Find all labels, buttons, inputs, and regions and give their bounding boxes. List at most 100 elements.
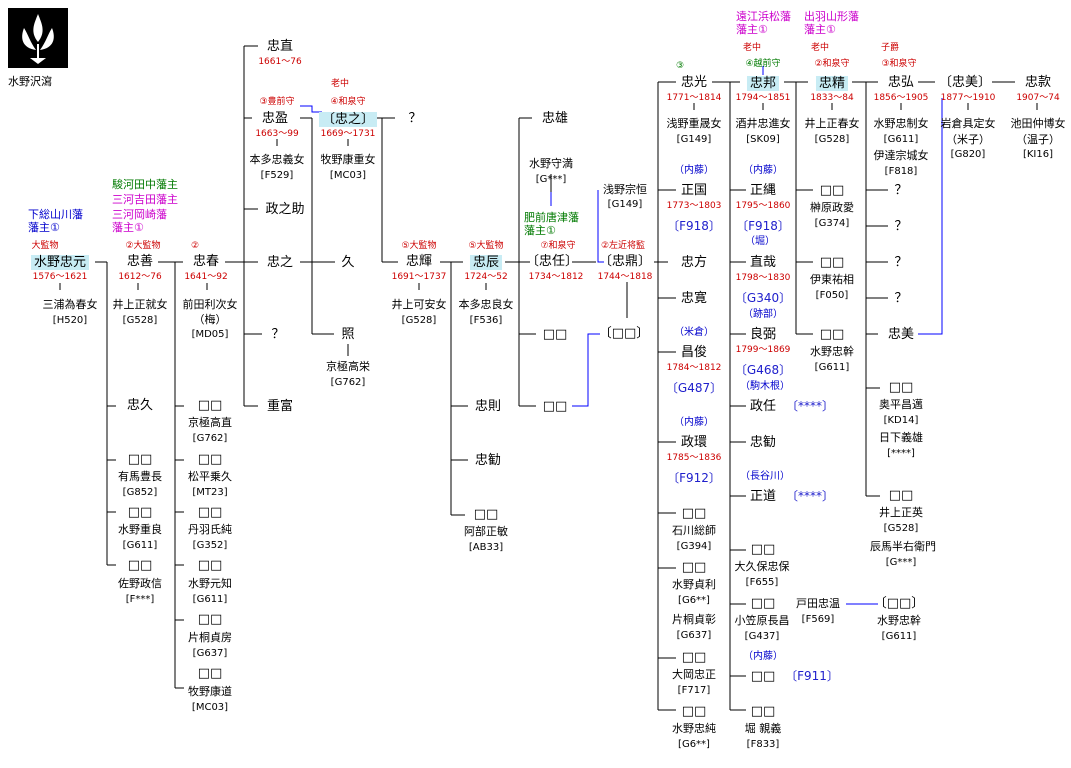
code: [F***]	[125, 594, 155, 605]
dates: 1798〜1830	[735, 273, 791, 283]
dates: 1907〜74	[1016, 93, 1060, 103]
person-tadamoto2: □□	[819, 327, 845, 342]
spouse: 奥平昌邁	[879, 398, 923, 411]
code: [F655]	[745, 577, 779, 588]
code: [G852]	[122, 487, 158, 498]
dates: 1641〜92	[184, 272, 228, 282]
person-tadakuni: 忠邦	[746, 76, 780, 91]
code: [F536]	[469, 315, 503, 326]
person-niwa: □□	[197, 505, 223, 520]
person-abe: □□	[473, 507, 499, 522]
person-katagiri2: □□	[197, 612, 223, 627]
person-boxbr: 〔□□〕	[598, 326, 650, 341]
dates: 1744〜1818	[597, 272, 653, 282]
person-box2: □□	[542, 399, 568, 414]
spouse: 丹羽氏純	[188, 523, 232, 536]
fief-dewa: 出羽山形藩藩主①	[804, 10, 859, 36]
spouse: 水野忠制女	[873, 117, 929, 130]
spouse: 大久保忠保	[734, 560, 790, 573]
adopt: （内藤）	[674, 165, 714, 176]
spouse: 伊東祐相	[810, 273, 854, 286]
person-hisa: 久	[341, 255, 355, 270]
code: [G6**]	[678, 739, 710, 750]
tag: ③豊前守	[259, 97, 295, 107]
adopt: （長谷川）	[740, 471, 790, 482]
person-okudaira: □□	[888, 380, 914, 395]
spouse: 片桐貞彰	[672, 613, 716, 626]
person-tadayuki: 〔忠之〕	[318, 112, 378, 127]
code: [G611]	[883, 134, 919, 145]
person-okubo: □□	[750, 542, 776, 557]
code: [MD05]	[191, 329, 229, 340]
spouse: 伊達宗城女	[873, 149, 929, 162]
person-hori: □□	[750, 704, 776, 719]
code: [G149]	[607, 199, 643, 210]
spouse-name: （温子）	[1016, 133, 1060, 146]
spouse: 大岡忠正	[672, 668, 716, 681]
spouse: 水野忠幹	[877, 614, 921, 627]
code: 〔G468〕	[734, 363, 792, 377]
person-inoue: □□	[888, 488, 914, 503]
person-tadasusume: 忠勧	[749, 435, 777, 450]
spouse: 水野元知	[188, 577, 232, 590]
code: [F717]	[677, 685, 711, 696]
code: [G***]	[885, 557, 917, 568]
dates: 1877〜1910	[940, 93, 996, 103]
spouse: 堀 親義	[744, 722, 782, 735]
spouse: 池田仲博女	[1010, 117, 1066, 130]
tag: ③和泉守	[881, 59, 917, 69]
spouse: 京極高直	[188, 416, 232, 429]
dates: 1795〜1860	[735, 201, 791, 211]
spouse: 辰馬半右衛門	[870, 540, 936, 553]
adopt: （内藤）	[743, 165, 783, 176]
adopt: （内藤）	[674, 417, 714, 428]
person-tadanori: 忠則	[474, 399, 502, 414]
person-shigeyoshi: □□	[127, 505, 153, 520]
person-masakuni: 正国	[680, 183, 708, 198]
person-tadayoshi2: 忠美	[887, 327, 915, 342]
person-tadao: 忠雄	[541, 111, 569, 126]
person-tokuda: 戸田忠温	[796, 597, 840, 610]
person-arima: □□	[127, 452, 153, 467]
tag: ②	[190, 241, 200, 251]
spouse: 松平乗久	[188, 470, 232, 483]
person-naito-box: □□	[750, 669, 776, 684]
person-tadato: 〔忠任〕	[525, 254, 579, 269]
spouse: 水野貞利	[672, 578, 716, 591]
spouse: 井上正英	[879, 506, 923, 519]
spouse: 石川総師	[672, 524, 716, 537]
person-yoshitane: 良弼	[749, 327, 777, 342]
spouse: 牧野康道	[188, 685, 232, 698]
person-tadamitsu2: 忠光	[680, 75, 708, 90]
code: 〔G487〕	[665, 381, 723, 395]
code: 〔****〕	[785, 489, 835, 503]
person-sadatoshi: □□	[681, 560, 707, 575]
person-ishikawa: □□	[681, 506, 707, 521]
person-tadazumi: □□	[681, 704, 707, 719]
fief-totomi: 遠江浜松藩藩主①	[736, 10, 791, 36]
code: [G149]	[676, 134, 712, 145]
spouse: 佐野政信	[118, 577, 162, 590]
person-tadamitsu: 忠盈	[261, 111, 289, 126]
dates: 1773〜1803	[666, 201, 722, 211]
tag: ⑦和泉守	[540, 241, 576, 251]
adopt: （内藤）	[743, 651, 783, 662]
person-tadakiyo: 忠精	[815, 76, 849, 91]
person-masanosuke: 政之助	[265, 202, 305, 217]
person-masato: 政任	[749, 399, 777, 414]
dates: 1691〜1737	[391, 272, 447, 282]
code: 〔G340〕	[734, 291, 792, 305]
tag: ④越前守	[745, 59, 781, 69]
person-box1: □□	[542, 327, 568, 342]
code: [AB33]	[468, 542, 504, 553]
dates: 1856〜1905	[873, 93, 929, 103]
person-tadaharu: 忠春	[192, 254, 220, 269]
person-tadateru: 忠輝	[405, 254, 433, 269]
code: [G6**]	[678, 595, 710, 606]
fief-hizen: 肥前唐津藩藩主①	[524, 211, 579, 237]
tag: ②左近将監	[600, 241, 646, 251]
tag: ②和泉守	[814, 59, 850, 69]
code: [G***]	[535, 174, 567, 185]
tag: ④和泉守	[330, 97, 366, 107]
